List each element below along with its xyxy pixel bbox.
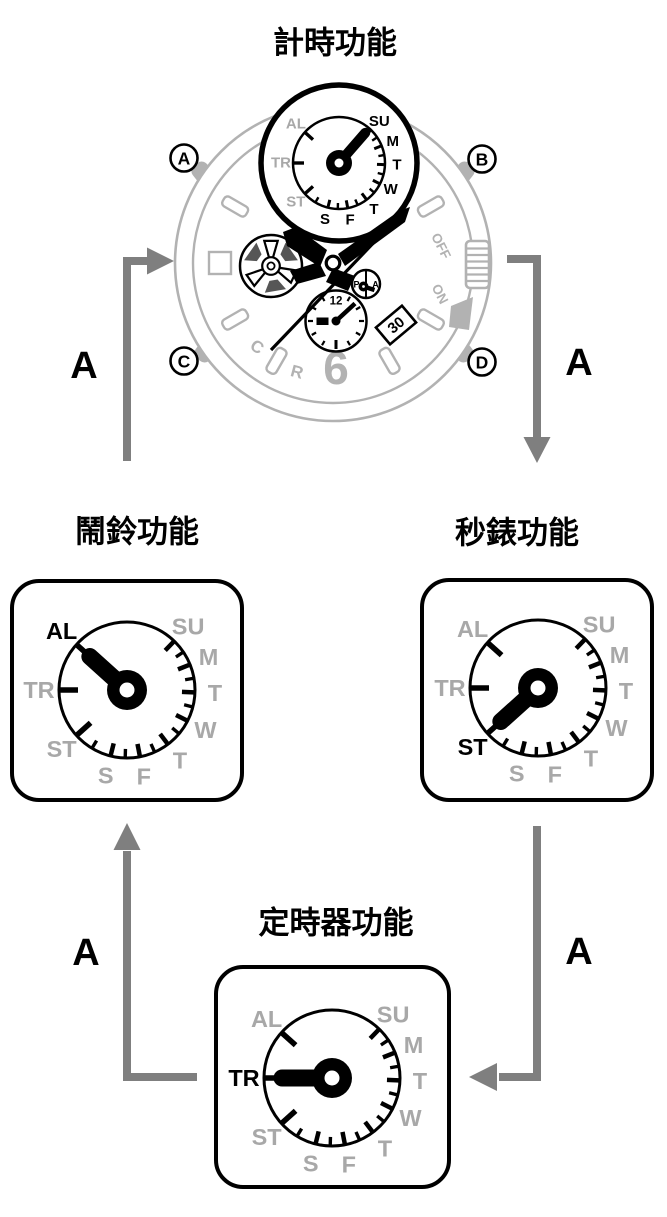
svg-text:W: W xyxy=(605,715,628,741)
svg-text:SU: SU xyxy=(583,612,616,638)
center-hub xyxy=(324,254,342,272)
watch-hands xyxy=(269,207,410,352)
svg-text:S: S xyxy=(303,1150,319,1176)
small-dial-12-label: 12 xyxy=(330,296,343,308)
svg-text:AL: AL xyxy=(46,618,77,644)
svg-text:M: M xyxy=(199,644,219,670)
small-24hr-subdial: 12 xyxy=(304,289,368,353)
svg-text:F: F xyxy=(137,763,151,789)
svg-text:M: M xyxy=(610,642,630,668)
pa-a-label: A xyxy=(372,280,379,290)
pa-hand-stem xyxy=(362,284,376,293)
arrow-label-top-left: A xyxy=(70,345,97,387)
svg-text:T: T xyxy=(619,678,634,704)
arrow-alarm-to-timekeeping xyxy=(123,257,152,461)
small-dial-hub xyxy=(331,316,341,326)
crown-guard xyxy=(449,297,473,330)
svg-text:F: F xyxy=(342,1151,356,1177)
svg-text:SU: SU xyxy=(369,113,390,130)
second-hand xyxy=(269,209,406,352)
svg-text:TR: TR xyxy=(271,155,291,172)
small-dial-ticks xyxy=(308,296,364,349)
arrow-stopwatch-to-timer xyxy=(499,826,541,1081)
button-c-callout: C xyxy=(169,346,199,376)
pa-p-label: P xyxy=(353,280,359,290)
svg-text:M: M xyxy=(387,133,400,150)
svg-text:ST: ST xyxy=(47,736,78,762)
svg-text:ST: ST xyxy=(252,1124,283,1150)
date-window: 30 xyxy=(374,303,418,347)
small-dial-hand-tail xyxy=(316,317,329,325)
arrow-label-top-right: A xyxy=(565,342,592,384)
svg-text:W: W xyxy=(384,181,399,198)
stopwatch-title: 秒錶功能 xyxy=(455,516,579,551)
arrow-timekeeping-to-stopwatch xyxy=(507,255,541,438)
mode-cycle-arrows: A A A A xyxy=(70,247,593,1091)
svg-text:TR: TR xyxy=(23,677,54,703)
svg-text:ST: ST xyxy=(286,193,305,210)
svg-text:T: T xyxy=(413,1068,428,1094)
svg-text:T: T xyxy=(584,745,599,771)
timer-title: 定時器功能 xyxy=(259,906,414,941)
button-d-label: D xyxy=(476,353,489,373)
svg-text:AL: AL xyxy=(457,616,488,642)
svg-text:T: T xyxy=(392,157,401,174)
arrow-head-up-icon xyxy=(113,823,141,850)
svg-text:S: S xyxy=(320,211,330,228)
svg-text:SU: SU xyxy=(172,614,205,640)
nine-oclock-marker xyxy=(207,250,233,276)
svg-text:W: W xyxy=(194,717,217,743)
alarm-title: 鬧鈴功能 xyxy=(75,515,199,550)
svg-text:F: F xyxy=(548,761,562,787)
button-d-callout: D xyxy=(467,347,497,377)
svg-text:AL: AL xyxy=(251,1006,282,1032)
svg-text:M: M xyxy=(404,1032,424,1058)
svg-text:W: W xyxy=(399,1105,422,1131)
button-b-callout: B xyxy=(467,144,497,174)
button-a-callout: A xyxy=(169,143,199,173)
hand-counterweight-left xyxy=(290,262,326,284)
svg-text:T: T xyxy=(369,201,378,218)
button-callouts: A B C D xyxy=(169,143,497,377)
button-c-label: C xyxy=(178,352,191,372)
svg-text:TR: TR xyxy=(434,675,465,701)
arrow-head-down-icon xyxy=(523,437,551,463)
svg-text:AL: AL xyxy=(286,116,306,133)
svg-text:S: S xyxy=(98,762,114,788)
timekeeping-title: 計時功能 xyxy=(273,26,397,61)
rotor-subdial xyxy=(238,233,304,299)
pa-indicator: P A xyxy=(350,268,382,300)
svg-text:T: T xyxy=(208,680,223,706)
arrow-label-bottom-right: A xyxy=(565,931,592,973)
pa-hand-hole xyxy=(362,285,365,288)
svg-text:SU: SU xyxy=(377,1002,410,1028)
arrow-head-right-icon xyxy=(147,247,174,275)
button-b-label: B xyxy=(476,150,489,170)
hour-hand xyxy=(283,227,327,267)
arrow-label-bottom-left: A xyxy=(72,932,99,974)
crown xyxy=(464,239,491,290)
svg-text:TR: TR xyxy=(228,1065,259,1091)
dial-letter-r: R xyxy=(289,361,306,383)
button-a-label: A xyxy=(178,149,191,169)
svg-text:S: S xyxy=(509,760,525,786)
svg-text:T: T xyxy=(173,747,188,773)
arrow-head-left-icon xyxy=(469,1063,497,1091)
watch-movement-diagram: OFF ON C R 6 12 P A 30 xyxy=(173,82,493,423)
svg-text:F: F xyxy=(345,211,354,228)
svg-text:T: T xyxy=(378,1135,393,1161)
arrow-timer-to-alarm xyxy=(123,851,197,1081)
svg-text:ST: ST xyxy=(458,734,489,760)
